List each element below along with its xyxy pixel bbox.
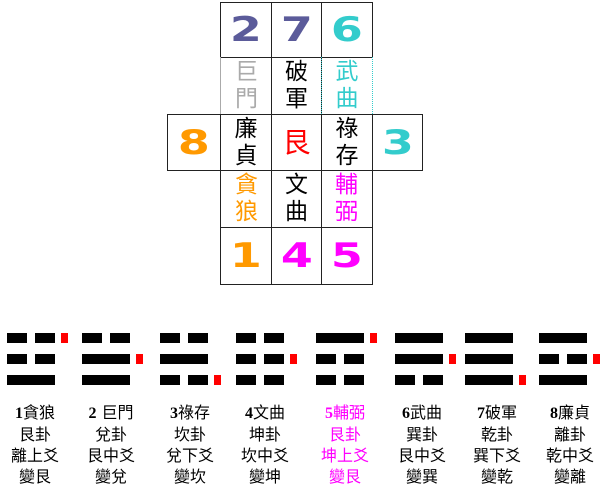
- broken-line-segment: [35, 354, 55, 364]
- changed-line-marker: [290, 354, 297, 364]
- broken-line-segment: [539, 354, 559, 364]
- broken-line-segment: [110, 333, 130, 343]
- number-box-3: 3: [372, 114, 423, 171]
- broken-line-segment: [188, 333, 208, 343]
- star-lianzhen: 廉 貞: [220, 114, 272, 171]
- number-box-1: 1: [220, 227, 272, 285]
- star-lucun: 祿 存: [321, 114, 373, 171]
- broken-line-segment: [236, 333, 256, 343]
- solid-line: [465, 354, 513, 364]
- star-pojun: 破 軍: [271, 57, 322, 114]
- number-7: 7: [280, 10, 313, 50]
- star-jumen: 巨 門: [220, 57, 272, 114]
- number-4: 4: [280, 236, 313, 276]
- solid-line: [316, 333, 364, 343]
- solid-line: [395, 333, 443, 343]
- broken-line-segment: [395, 375, 415, 385]
- broken-line-segment: [7, 333, 27, 343]
- number-box-4: 4: [271, 227, 322, 285]
- trigram-caption-1: 1貪狼 艮卦 離上爻 變艮: [10, 403, 59, 486]
- trigram-caption-7: 7破軍 乾卦 巽下爻 變乾: [472, 403, 521, 486]
- solid-line: [82, 354, 130, 364]
- solid-line: [539, 333, 587, 343]
- solid-line: [539, 375, 587, 385]
- trigram-caption-5: 5輔弼 艮卦 坤上爻 變艮: [320, 403, 369, 486]
- star-wuqu: 武 曲: [321, 57, 373, 114]
- number-2: 2: [230, 10, 262, 50]
- number-box-8: 8: [167, 114, 221, 171]
- changed-line-marker: [370, 333, 377, 343]
- number-3: 3: [381, 122, 414, 163]
- broken-line-segment: [7, 354, 27, 364]
- broken-line-segment: [188, 375, 208, 385]
- number-box-7: 7: [271, 2, 322, 58]
- broken-line-segment: [316, 354, 336, 364]
- changed-line-marker: [61, 333, 68, 343]
- trigram-caption-6: 6武曲 巽卦 艮中爻 變巽: [397, 403, 446, 486]
- trigram-caption-4: 4文曲 坤卦 坎中爻 變坤: [240, 403, 289, 486]
- trigram-caption-3: 3祿存 坎卦 兌下爻 變坎: [165, 403, 214, 486]
- broken-line-segment: [344, 354, 364, 364]
- star-wenqu: 文 曲: [271, 170, 322, 228]
- broken-line-segment: [344, 375, 364, 385]
- center-gen: 艮: [271, 114, 322, 171]
- solid-line: [82, 375, 130, 385]
- solid-line: [465, 375, 513, 385]
- number-5: 5: [331, 236, 363, 276]
- number-1: 1: [230, 236, 262, 276]
- broken-line-segment: [264, 333, 284, 343]
- trigram-caption-8: 8廉貞 離卦 乾中爻 變離: [545, 403, 594, 486]
- broken-line-segment: [35, 333, 55, 343]
- star-fubi: 輔 弼: [321, 170, 373, 228]
- solid-line: [395, 354, 443, 364]
- broken-line-segment: [567, 354, 587, 364]
- solid-line: [465, 333, 513, 343]
- changed-line-marker: [593, 354, 600, 364]
- changed-line-marker: [136, 354, 143, 364]
- changed-line-marker: [449, 354, 456, 364]
- number-box-6: 6: [321, 2, 373, 58]
- broken-line-segment: [316, 375, 336, 385]
- solid-line: [7, 375, 55, 385]
- broken-line-segment: [423, 375, 443, 385]
- number-box-2: 2: [220, 2, 272, 58]
- trigram-caption-2: 2 巨門 兌卦 艮中爻 變兌: [86, 403, 135, 486]
- broken-line-segment: [160, 375, 180, 385]
- broken-line-segment: [264, 354, 284, 364]
- broken-line-segment: [236, 375, 256, 385]
- number-box-5: 5: [321, 227, 373, 285]
- broken-line-segment: [264, 375, 284, 385]
- changed-line-marker: [519, 375, 526, 385]
- broken-line-segment: [82, 333, 102, 343]
- star-tanlang: 貪 狼: [220, 170, 272, 228]
- number-6: 6: [331, 10, 363, 50]
- number-8: 8: [178, 122, 210, 163]
- broken-line-segment: [160, 333, 180, 343]
- solid-line: [160, 354, 208, 364]
- broken-line-segment: [236, 354, 256, 364]
- changed-line-marker: [214, 375, 221, 385]
